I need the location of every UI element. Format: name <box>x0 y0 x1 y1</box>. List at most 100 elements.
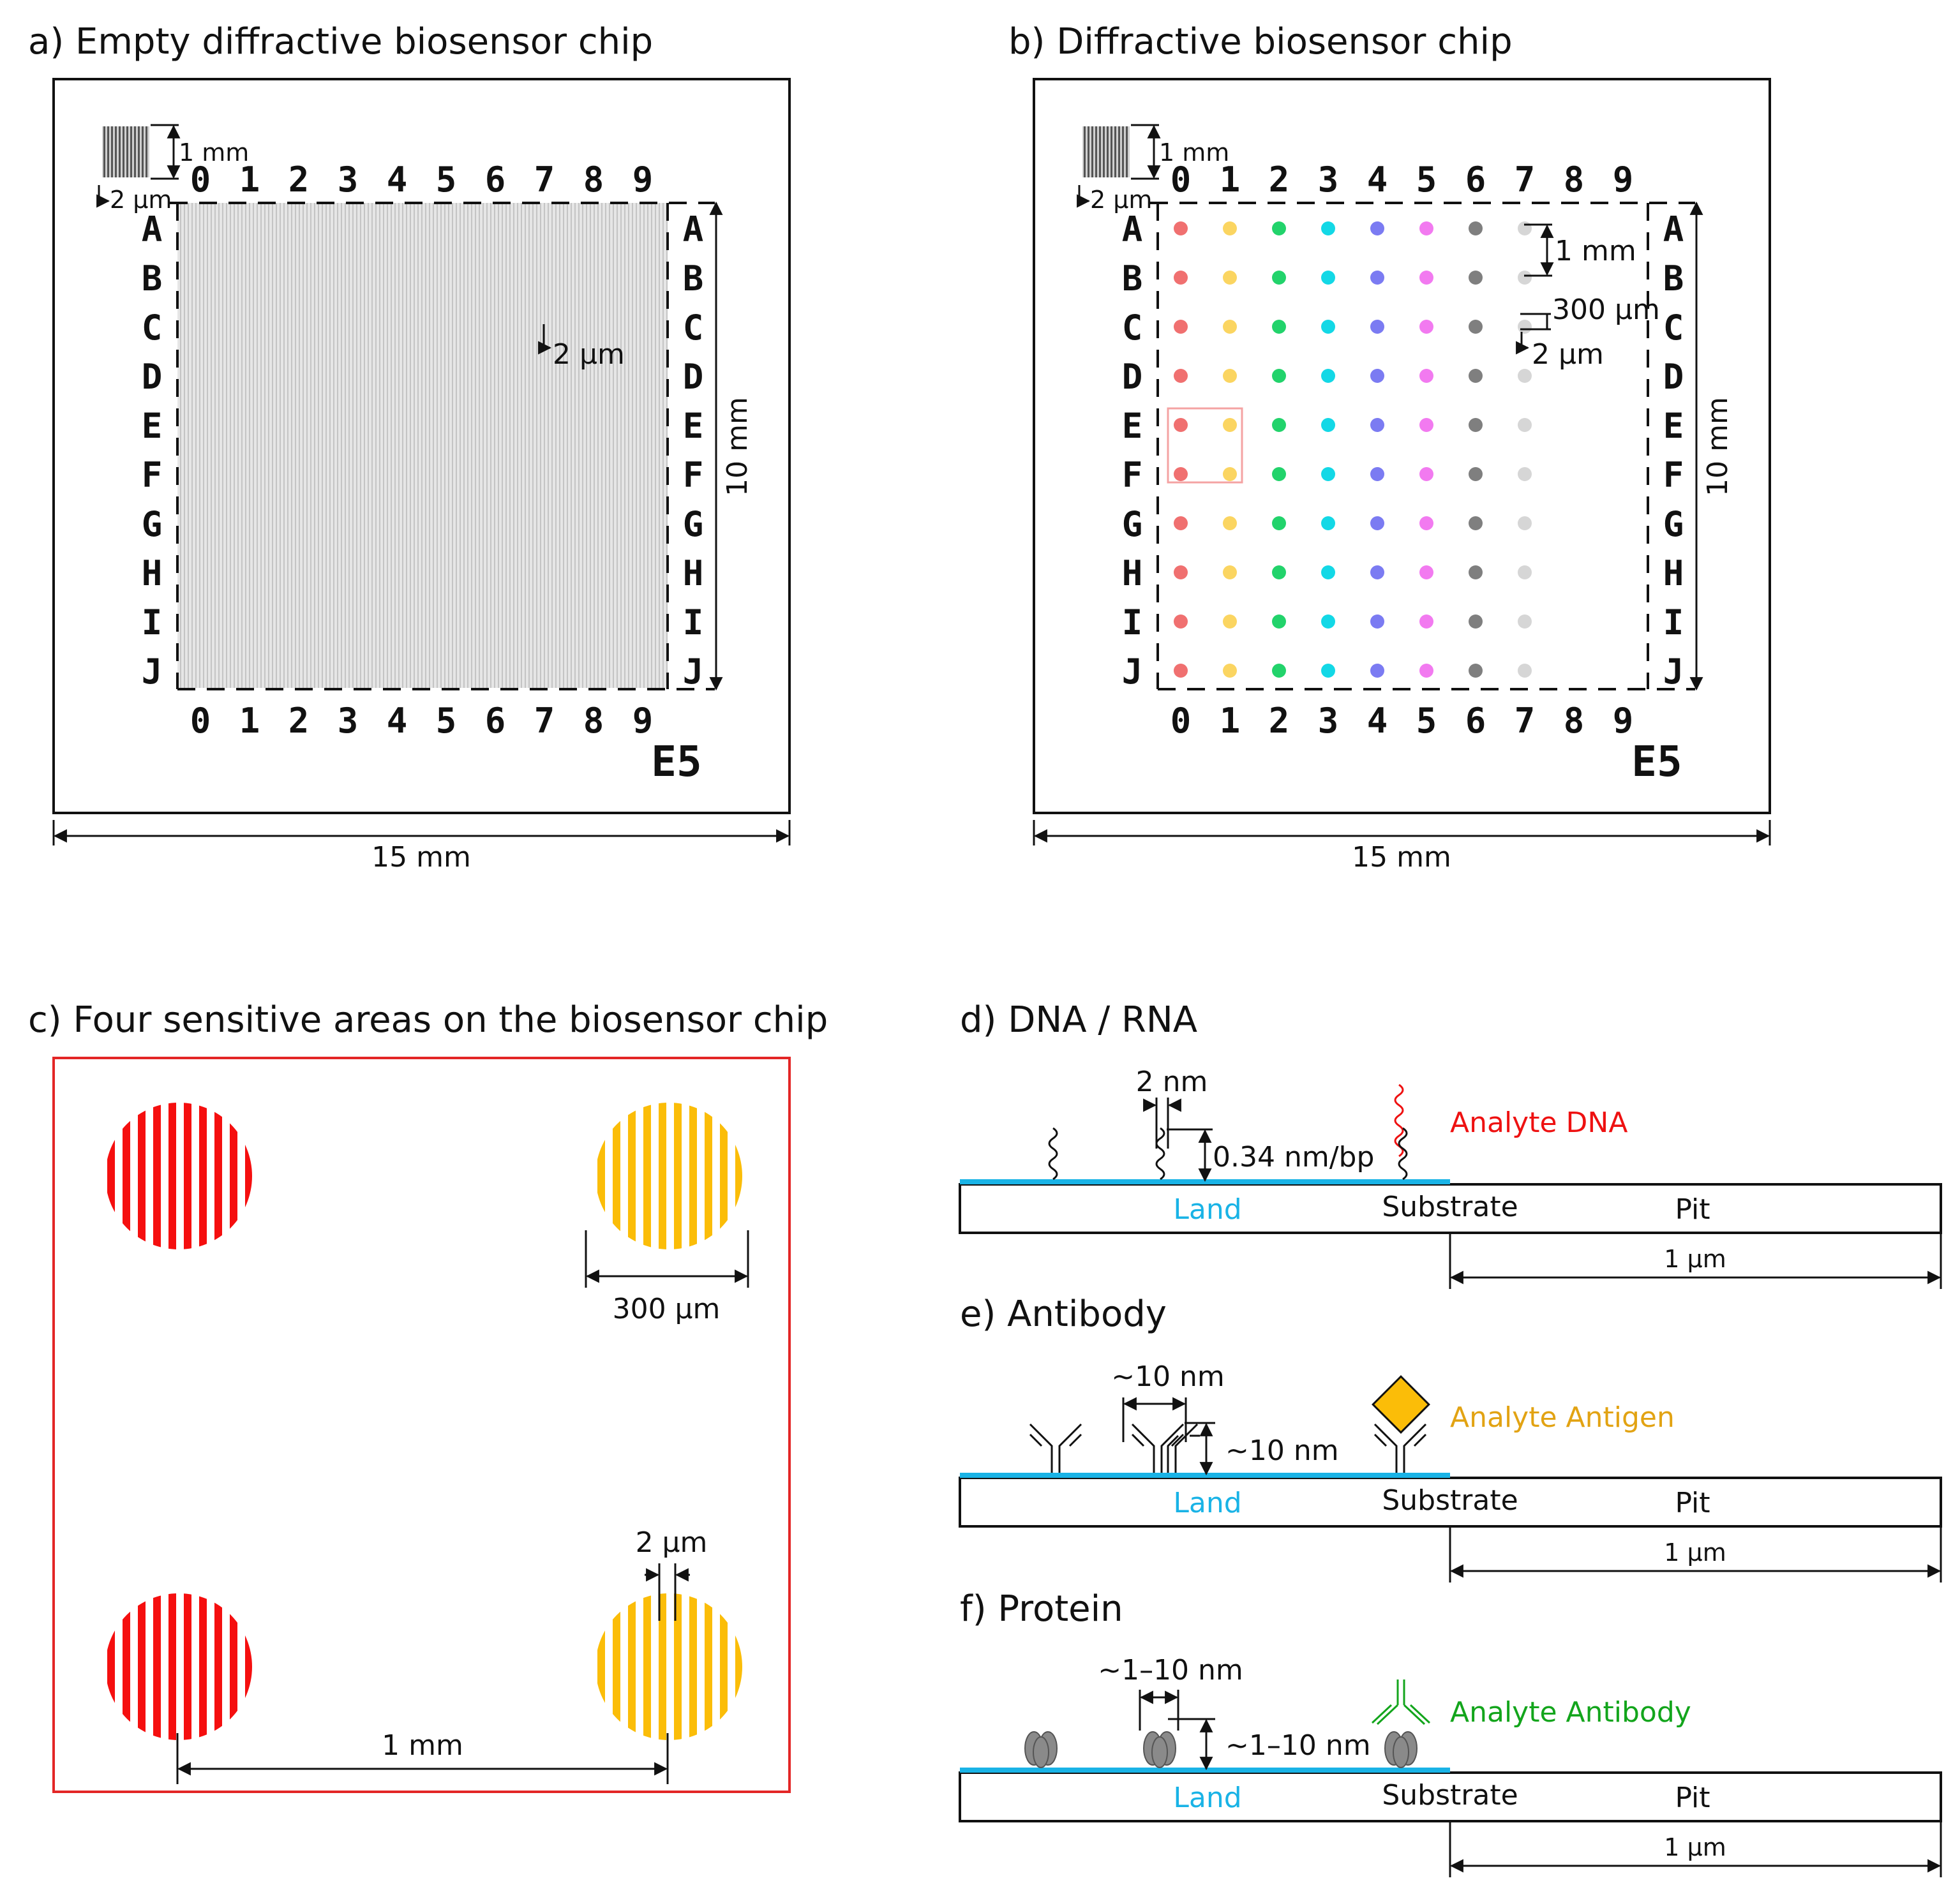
row-labels-left: A B C D E F G H I J <box>1122 209 1143 692</box>
sensor-spot <box>1223 221 1237 235</box>
row-label: H <box>1122 553 1143 593</box>
sensor-spot <box>1321 565 1335 579</box>
sensor-spot <box>1469 664 1483 678</box>
width-label: ~10 nm <box>1111 1360 1225 1393</box>
col-label: 0 <box>1171 160 1192 200</box>
sensor-spot <box>1469 614 1483 629</box>
sensor-spot <box>1518 467 1532 481</box>
sensor-spot <box>1174 664 1188 678</box>
height-label: ~1–10 nm <box>1225 1729 1371 1762</box>
sensor-spot <box>1272 467 1286 481</box>
width-label: ~1–10 nm <box>1098 1654 1243 1687</box>
sensor-spot <box>1370 516 1384 530</box>
col-label: 7 <box>534 701 555 741</box>
col-label: 4 <box>1367 160 1388 200</box>
sensor-spot <box>1321 467 1335 481</box>
row-label: C <box>1663 308 1684 348</box>
row-label: A <box>683 209 704 249</box>
pitch-label: 2 µm <box>636 1526 708 1559</box>
row-label: D <box>1122 357 1143 397</box>
row-label: E <box>1663 406 1684 446</box>
row-label: D <box>683 357 704 397</box>
row-label: F <box>142 455 163 495</box>
col-label: 0 <box>190 160 211 200</box>
diameter-label: 300 µm <box>613 1293 721 1325</box>
row-labels-right: A B C D E F G H I J <box>683 209 704 692</box>
substrate-label: Substrate <box>1382 1484 1518 1517</box>
row-label: H <box>683 553 704 593</box>
scale-height-label: 1 mm <box>179 138 249 167</box>
row-label: J <box>1122 652 1143 692</box>
sensor-spot <box>1223 565 1237 579</box>
sensitive-area-yellow-bottom <box>595 1593 742 1740</box>
sensor-spot <box>1272 271 1286 285</box>
substrate-bar <box>959 1183 1942 1234</box>
row-label: F <box>683 455 704 495</box>
sensor-spot <box>1223 467 1237 481</box>
row-label: I <box>1663 602 1684 643</box>
scale-grating <box>1082 126 1130 177</box>
sensor-spot <box>1469 271 1483 285</box>
panel-d-title: d) DNA / RNA <box>960 999 1197 1041</box>
sensor-spot <box>1174 320 1188 334</box>
row-label: J <box>1663 652 1684 692</box>
sensor-spot <box>1370 565 1384 579</box>
pit-label: Pit <box>1675 1782 1710 1814</box>
sensor-spot <box>1469 320 1483 334</box>
sensor-spot <box>1321 271 1335 285</box>
sensor-spot <box>1419 320 1433 334</box>
panel-a: a) Empty diffractive biosensor chip 1 mm… <box>28 21 791 874</box>
panel-e: e) Antibody ~10 nm ~10 nm Analyte Antige… <box>959 1293 1942 1582</box>
col-labels-bottom: 0 1 2 3 4 5 6 7 8 9 <box>190 701 654 741</box>
protein-icon <box>1384 1731 1418 1768</box>
sensor-spot <box>1272 221 1286 235</box>
sensor-spot <box>1518 565 1532 579</box>
col-label: 3 <box>1318 701 1339 741</box>
panel-b: b) Diffractive biosensor chip 1 mm 2 µm … <box>1008 21 1771 874</box>
sensor-spot <box>1174 467 1188 481</box>
sensor-spot <box>1174 516 1188 530</box>
height-label: ~10 nm <box>1225 1434 1339 1467</box>
land-label: Land <box>1173 1487 1241 1519</box>
panel-d: d) DNA / RNA 2 nm 0.34 nm/bp Analyte DNA… <box>959 999 1942 1289</box>
col-label: 8 <box>1564 701 1585 741</box>
sensor-spot <box>1419 614 1433 629</box>
sensor-spot <box>1518 614 1532 629</box>
row-label: B <box>142 258 163 299</box>
row-label: B <box>683 258 704 299</box>
full-grating <box>177 203 668 688</box>
sensor-spot <box>1469 221 1483 235</box>
width-label: 15 mm <box>1352 841 1451 874</box>
col-label: 7 <box>534 160 555 200</box>
sensor-spot <box>1321 221 1335 235</box>
antibody-icon <box>1167 1423 1200 1473</box>
sensor-spot <box>1321 664 1335 678</box>
sensor-spot <box>1223 418 1237 432</box>
analyte-label: Analyte Antigen <box>1450 1401 1675 1434</box>
sensor-spot <box>1370 221 1384 235</box>
probe-dna-strand <box>1048 1127 1058 1180</box>
col-label: 1 <box>1220 701 1241 741</box>
sensor-spot <box>1518 221 1532 235</box>
grating-pitch-label: 2 µm <box>1532 338 1604 371</box>
sensor-spot <box>1321 614 1335 629</box>
col-label: 3 <box>1318 160 1339 200</box>
sensor-spot <box>1272 565 1286 579</box>
col-label: 1 <box>1220 160 1241 200</box>
row-label: A <box>1663 209 1684 249</box>
sensor-spot <box>1321 418 1335 432</box>
sensor-spot <box>1419 221 1433 235</box>
sensor-spot <box>1370 369 1384 383</box>
row-label: A <box>1122 209 1143 249</box>
zoom-frame <box>52 1057 791 1793</box>
col-label: 7 <box>1515 160 1536 200</box>
col-label: 2 <box>288 160 310 200</box>
sensor-spot <box>1370 418 1384 432</box>
row-label: J <box>142 652 163 692</box>
scale-pitch-label: 2 µm <box>110 186 172 214</box>
col-label: 3 <box>338 701 359 741</box>
sensor-spot <box>1518 271 1532 285</box>
sensor-spot <box>1272 418 1286 432</box>
analyte-dna-strand <box>1394 1084 1404 1158</box>
row-labels-left: A B C D E F G H I J <box>142 209 163 692</box>
